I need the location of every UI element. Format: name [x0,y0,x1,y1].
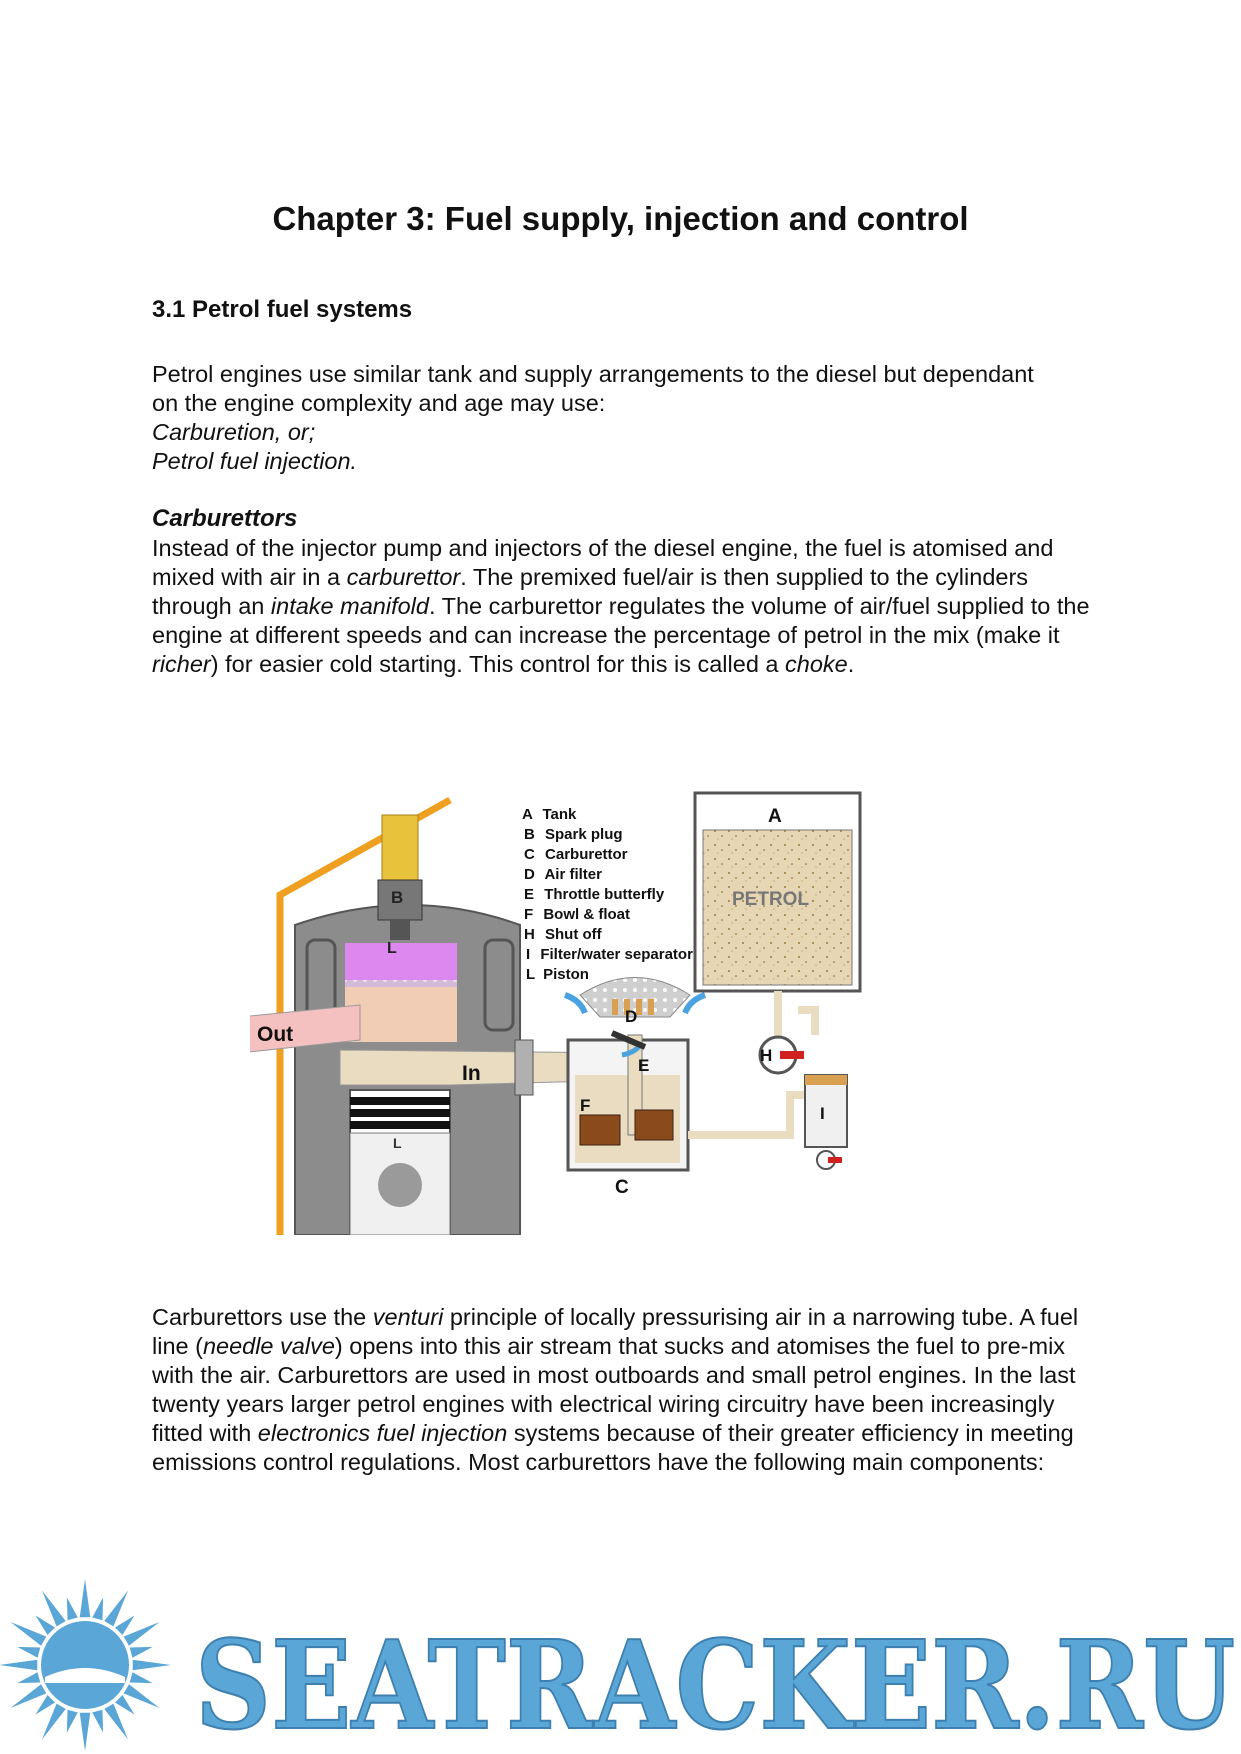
piston-rings [350,1097,450,1105]
text-run: ) for easier cold starting. This control… [210,651,786,677]
sun-ray [66,1709,78,1733]
label-air-filter: D [625,1007,637,1026]
sun-ray [0,1659,38,1671]
mixture-zone [345,987,457,1042]
sun-ray [42,1703,66,1740]
label-piston: L [393,1135,402,1151]
label-piston-top: L [387,940,397,957]
label-throttle: E [638,1056,649,1075]
label-petrol: PETROL [732,889,809,910]
label-carburettor: C [615,1177,629,1198]
label-tank: A [768,806,782,827]
air-arrow-right [682,992,707,1015]
legend-item: H Shut off [524,926,603,943]
sun-ray [79,1712,91,1751]
italic-term: choke [785,651,848,677]
legend-item: E Throttle butterfly [524,886,665,903]
sun-ray [104,1703,128,1740]
air-arrow-left [563,992,588,1015]
sun-ray [104,1590,128,1627]
throttle-butterfly [610,1030,647,1050]
sun-logo-icon [0,1579,171,1751]
sun-ray [132,1659,171,1671]
sun-ray [115,1695,135,1715]
legend-item: L Piston [526,966,589,983]
text-run: . The premixed fuel/air is then supplied… [152,564,1029,619]
legend-item: D Air filter [524,866,602,883]
section-heading: 3.1 Petrol fuel systems [152,296,413,323]
legend-item: I Filter/water separator [526,946,693,963]
label-bowl: F [580,1096,590,1115]
sun-ray [79,1579,91,1618]
text-run: ) opens into this air stream that sucks … [152,1333,1076,1446]
text-run: . The carburettor regulates the volume o… [152,593,1090,648]
sun-ray [10,1684,47,1708]
text-run: Carburettors use the [152,1304,373,1330]
legend-item: F Bowl & float [524,906,630,923]
carburettor-engine-diagram: B L Out In L D E F C A PETROL H I A Tank… [250,791,862,1235]
legend-item: A Tank [522,806,577,823]
carburettors-heading: Carburettors [152,505,298,532]
label-separator: I [820,1104,825,1123]
sun-ray [42,1590,66,1627]
sun-ray [123,1684,160,1708]
italic-term: intake manifold [270,593,429,619]
sun-ray [17,1646,41,1658]
watermark: SEATRACKER.RU [0,1579,1236,1754]
label-out: Out [257,1023,293,1046]
legend-item: B Spark plug [524,826,623,843]
text-run: Instead of the injector pump and injecto… [152,535,1054,590]
sun-ray [35,1695,55,1715]
intro-paragraph: Petrol engines use similar tank and supp… [152,360,1112,476]
italic-term: needle valve [202,1333,335,1359]
label-in: In [462,1062,481,1085]
watermark-text: SEATRACKER.RU [195,1613,1235,1754]
carburettors-paragraph: Instead of the injector pump and injecto… [152,534,1112,679]
text-run: . [847,651,855,677]
air-filter [579,977,691,1018]
italic-term: venturi [372,1304,444,1330]
sun-ray [129,1672,153,1684]
sun-ray [92,1597,104,1621]
sun-ray [92,1709,104,1733]
italic-term: carburettor [346,564,461,590]
sun-ray [10,1622,47,1646]
sun-ray [129,1646,153,1658]
text-run: systems because of their greater efficie… [152,1420,1074,1475]
sun-ray [115,1615,135,1635]
intro-line: Petrol engines use similar tank and supp… [152,361,1034,387]
label-spark-plug: B [391,888,403,907]
intro-option-injection: Petrol fuel injection. [152,448,358,474]
sun-ray [66,1597,78,1621]
sun-ray [17,1672,41,1684]
sun-ray [123,1622,160,1646]
label-shutoff: H [760,1046,772,1065]
page-title: Chapter 3: Fuel supply, injection and co… [272,200,969,237]
sun-ray [35,1615,55,1635]
exhaust-port [250,1004,361,1053]
diagram-legend: A Tank B Spark plug C Carburettor D Air … [522,806,693,983]
italic-term: richer [152,651,211,677]
italic-term: electronics fuel injection [257,1420,508,1446]
filter-water-separator [804,1074,848,1148]
venturi-paragraph: Carburettors use the venturi principle o… [152,1303,1112,1477]
spark-plug [381,814,419,886]
text-run: principle of locally pressurising air in… [152,1304,1079,1359]
legend-item: C Carburettor [524,846,628,863]
intro-option-carburetion: Carburetion, or; [152,419,316,445]
intro-line: on the engine complexity and age may use… [152,390,606,416]
